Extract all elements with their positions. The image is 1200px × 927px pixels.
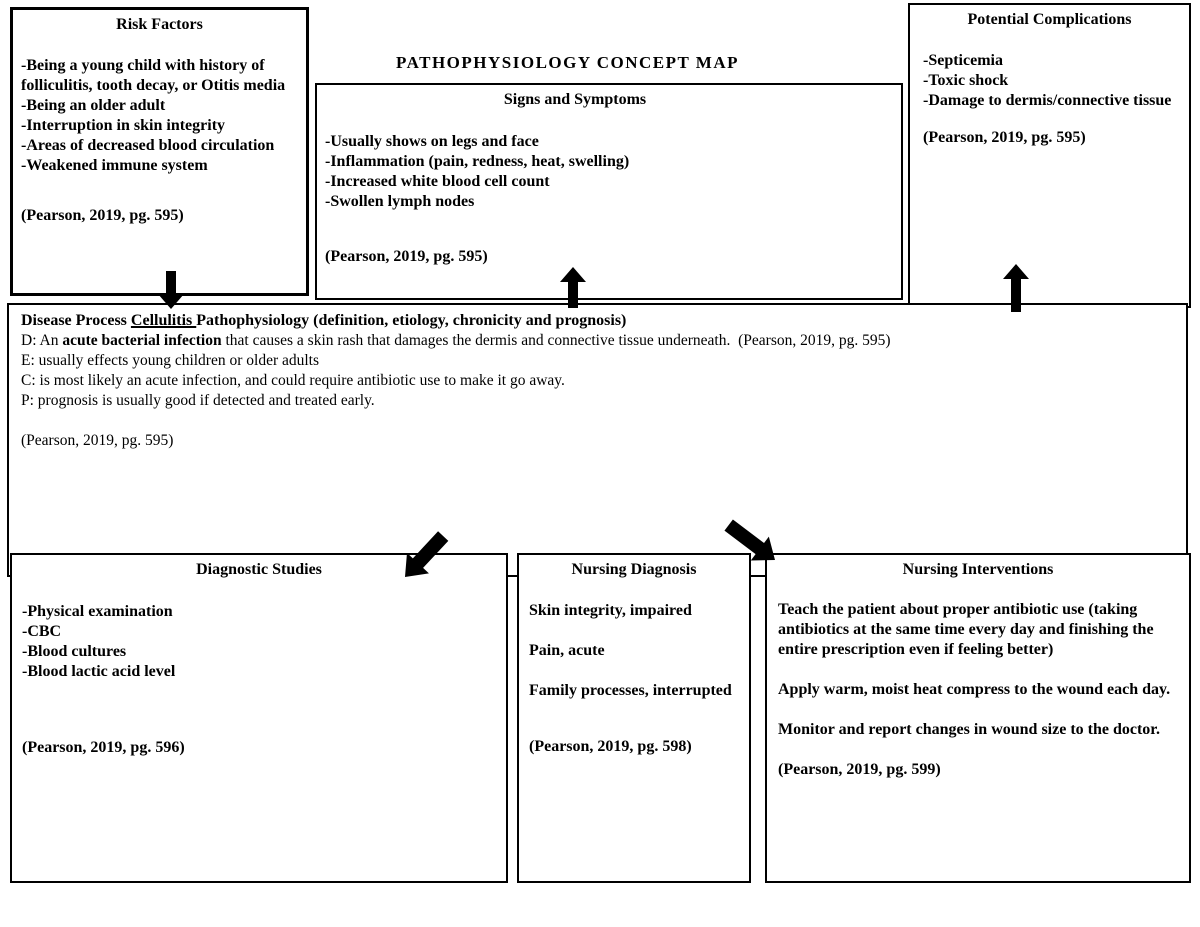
disease-process-heading: Disease Process Cellulitis Pathophysiolo… bbox=[21, 311, 1174, 331]
definition-bold: acute bacterial infection bbox=[62, 332, 222, 349]
sign-symptom-item: -Swollen lymph nodes bbox=[325, 193, 475, 210]
sign-symptom-item: -Usually shows on legs and face bbox=[325, 133, 539, 150]
nursing-intervention-item: Monitor and report changes in wound size… bbox=[778, 721, 1160, 738]
disease-process-box: Disease Process Cellulitis Pathophysiolo… bbox=[7, 303, 1188, 577]
diagnostic-studies-body: -Physical examination -CBC -Blood cultur… bbox=[12, 602, 506, 682]
potential-complications-citation: (Pearson, 2019, pg. 595) bbox=[923, 129, 1086, 146]
diagnostic-studies-title: Diagnostic Studies bbox=[196, 561, 322, 578]
risk-factor-item: -Interruption in skin integrity bbox=[21, 117, 226, 134]
signs-symptoms-box: Signs and Symptoms -Usually shows on leg… bbox=[315, 83, 903, 300]
page-title: PATHOPHYSIOLOGY CONCEPT MAP bbox=[395, 53, 740, 72]
chronicity-line: C: is most likely an acute infection, an… bbox=[21, 372, 565, 389]
nursing-interventions-title: Nursing Interventions bbox=[902, 561, 1054, 578]
disease-name: Cellulitis bbox=[130, 312, 197, 329]
risk-factors-body: -Being a young child with history of fol… bbox=[13, 56, 306, 176]
etiology-line: E: usually effects young children or old… bbox=[21, 352, 320, 369]
complication-item: -Septicemia bbox=[923, 52, 1003, 69]
risk-factors-box: Risk Factors -Being a young child with h… bbox=[10, 7, 309, 296]
definition-pre: D: An bbox=[21, 332, 63, 349]
nursing-diagnosis-body: Skin integrity, impaired Pain, acute Fam… bbox=[519, 601, 749, 701]
risk-factor-item: -Being a young child with history of fol… bbox=[21, 57, 286, 94]
risk-factor-item: -Weakened immune system bbox=[21, 157, 208, 174]
potential-complications-body: -Septicemia -Toxic shock -Damage to derm… bbox=[910, 51, 1189, 111]
nursing-diagnosis-item: Pain, acute bbox=[529, 642, 605, 659]
prognosis-line: P: prognosis is usually good if detected… bbox=[21, 392, 375, 409]
definition-post: that causes a skin rash that damages the… bbox=[221, 332, 891, 349]
diagnostic-item: -Blood cultures bbox=[22, 643, 127, 660]
sign-symptom-item: -Increased white blood cell count bbox=[325, 173, 550, 190]
nursing-diagnosis-box: Nursing Diagnosis Skin integrity, impair… bbox=[517, 553, 751, 883]
signs-symptoms-body: -Usually shows on legs and face -Inflamm… bbox=[317, 132, 901, 212]
nursing-diagnosis-title: Nursing Diagnosis bbox=[571, 561, 697, 578]
definition-line: D: An acute bacterial infection that cau… bbox=[21, 331, 1174, 351]
diagnostic-item: -Blood lactic acid level bbox=[22, 663, 176, 680]
signs-symptoms-citation: (Pearson, 2019, pg. 595) bbox=[325, 248, 488, 265]
complication-item: -Toxic shock bbox=[923, 72, 1009, 89]
heading-pre: Disease Process bbox=[21, 312, 131, 329]
risk-factors-title: Risk Factors bbox=[116, 16, 203, 33]
disease-process-citation: (Pearson, 2019, pg. 595) bbox=[21, 432, 174, 449]
potential-complications-title: Potential Complications bbox=[967, 11, 1132, 28]
nursing-interventions-body: Teach the patient about proper antibioti… bbox=[767, 600, 1189, 740]
risk-factor-item: -Being an older adult bbox=[21, 97, 166, 114]
complication-item: -Damage to dermis/connective tissue bbox=[923, 92, 1172, 109]
sign-symptom-item: -Inflammation (pain, redness, heat, swel… bbox=[325, 153, 630, 170]
diagnostic-studies-citation: (Pearson, 2019, pg. 596) bbox=[22, 739, 185, 756]
disease-process-body: Disease Process Cellulitis Pathophysiolo… bbox=[9, 305, 1186, 411]
diagnostic-item: -Physical examination bbox=[22, 603, 173, 620]
nursing-interventions-citation: (Pearson, 2019, pg. 599) bbox=[778, 761, 941, 778]
heading-post: Pathophysiology (definition, etiology, c… bbox=[196, 312, 627, 329]
diagnostic-item: -CBC bbox=[22, 623, 62, 640]
nursing-diagnosis-item: Skin integrity, impaired bbox=[529, 602, 692, 619]
diagnostic-studies-box: Diagnostic Studies -Physical examination… bbox=[10, 553, 508, 883]
nursing-intervention-item: Teach the patient about proper antibioti… bbox=[778, 601, 1154, 658]
nursing-interventions-box: Nursing Interventions Teach the patient … bbox=[765, 553, 1191, 883]
risk-factor-item: -Areas of decreased blood circulation bbox=[21, 137, 275, 154]
risk-factors-citation: (Pearson, 2019, pg. 595) bbox=[21, 207, 184, 224]
nursing-intervention-item: Apply warm, moist heat compress to the w… bbox=[778, 681, 1171, 698]
nursing-diagnosis-citation: (Pearson, 2019, pg. 598) bbox=[529, 738, 692, 755]
nursing-diagnosis-item: Family processes, interrupted bbox=[529, 682, 732, 699]
signs-symptoms-title: Signs and Symptoms bbox=[503, 91, 647, 108]
potential-complications-box: Potential Complications -Septicemia -Tox… bbox=[908, 3, 1191, 308]
